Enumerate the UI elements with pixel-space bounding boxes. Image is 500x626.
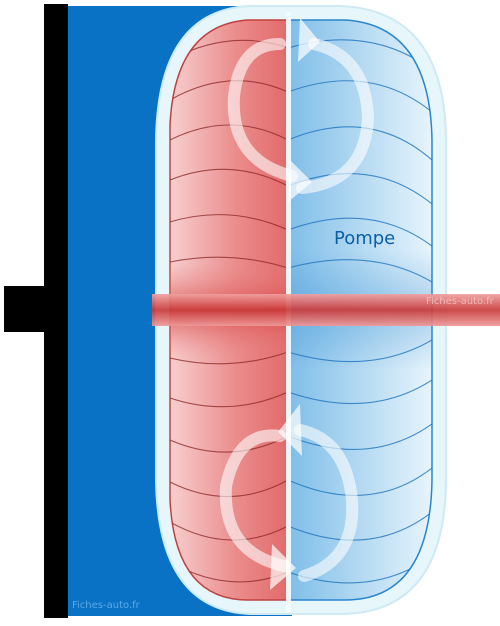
corner-watermark: Fiches-auto.fr xyxy=(72,600,141,611)
pump-label: Pompe xyxy=(334,228,395,249)
input-hub xyxy=(4,286,48,332)
output-shaft xyxy=(152,294,500,326)
arrowhead xyxy=(270,404,302,590)
circular-arrow-icon xyxy=(227,38,375,194)
shaft-watermark: Fiches-auto.fr xyxy=(426,296,495,307)
circular-arrow-icon xyxy=(219,424,359,582)
arrowhead xyxy=(288,18,320,202)
